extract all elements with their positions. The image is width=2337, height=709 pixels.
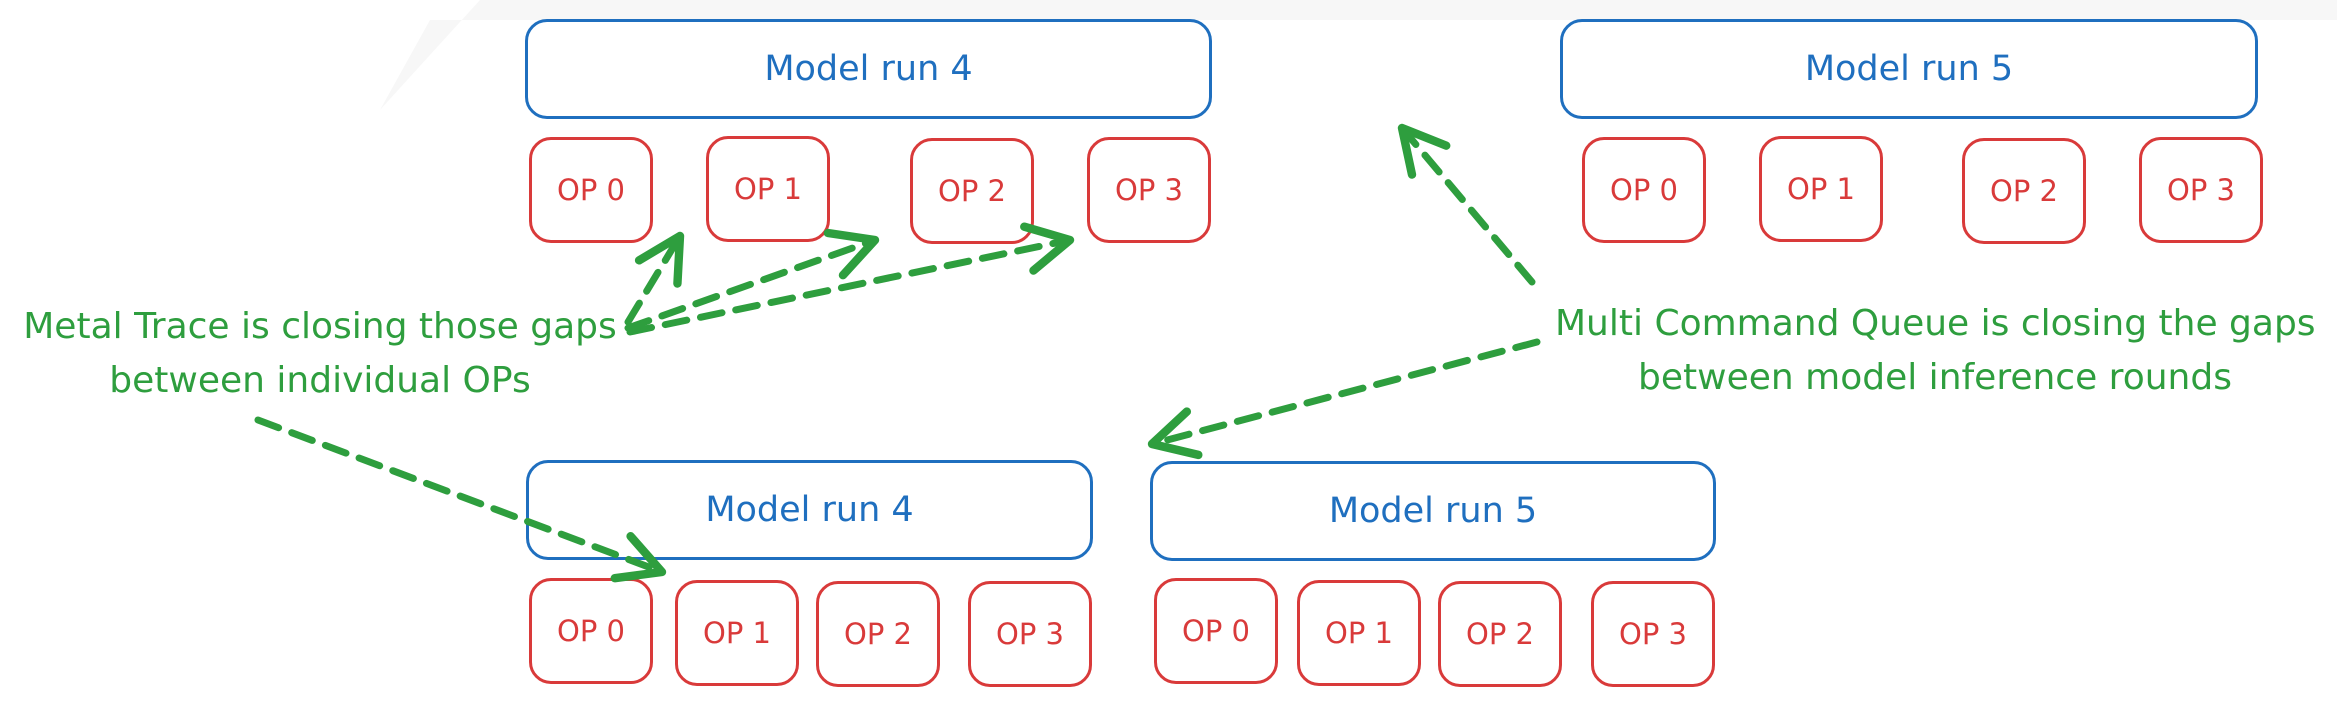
top-run4-op3: OP 3 [1087, 137, 1211, 243]
bottom-run4-op3: OP 3 [968, 581, 1092, 687]
top-run5-op0: OP 0 [1582, 137, 1706, 243]
top-model-run-5-label: Model run 5 [1804, 49, 2014, 89]
top-model-run-5-box: Model run 5 [1560, 19, 2258, 119]
op-label: OP 1 [734, 172, 802, 206]
bottom-model-run-5-box: Model run 5 [1150, 461, 1716, 561]
top-run5-op3: OP 3 [2139, 137, 2263, 243]
op-label: OP 0 [1610, 173, 1678, 207]
op-label: OP 1 [1787, 172, 1855, 206]
arrow-to-top-gap [1397, 123, 1536, 286]
bottom-run5-op1: OP 1 [1297, 580, 1421, 686]
bottom-run5-op3: OP 3 [1591, 581, 1715, 687]
op-label: OP 1 [703, 616, 771, 650]
metal-trace-line-1: Metal Trace is closing those gaps [23, 306, 617, 347]
op-label: OP 3 [1115, 173, 1183, 207]
op-label: OP 2 [844, 617, 912, 651]
bottom-run5-op2: OP 2 [1438, 581, 1562, 687]
bottom-model-run-5-label: Model run 5 [1328, 491, 1538, 531]
arrow-to-top-op2 [624, 228, 880, 332]
metal-trace-line-2: between individual OPs [109, 360, 531, 401]
bottom-run4-op1: OP 1 [675, 580, 799, 686]
op-label: OP 3 [2167, 173, 2235, 207]
op-label: OP 2 [1466, 617, 1534, 651]
op-label: OP 2 [938, 174, 1006, 208]
top-run4-op1: OP 1 [706, 136, 830, 242]
multi-cq-line-2: between model inference rounds [1638, 357, 2232, 398]
top-model-run-4-box: Model run 4 [525, 19, 1212, 119]
top-model-run-4-label: Model run 4 [764, 49, 973, 89]
metal-trace-annotation: Metal Trace is closing those gaps betwee… [20, 300, 620, 408]
arrow-to-bottom-op0 [254, 416, 667, 583]
arrow-to-bottom-gap [1147, 338, 1541, 460]
op-label: OP 0 [557, 173, 625, 207]
bottom-run5-op0: OP 0 [1154, 578, 1278, 684]
op-label: OP 1 [1325, 616, 1393, 650]
multi-cq-line-1: Multi Command Queue is closing the gaps [1555, 303, 2316, 344]
arrow-to-top-op1 [624, 231, 685, 326]
op-label: OP 3 [996, 617, 1064, 651]
top-run5-op1: OP 1 [1759, 136, 1883, 242]
top-run5-op2: OP 2 [1962, 138, 2086, 244]
op-label: OP 0 [557, 614, 625, 648]
arrow-to-top-op3 [626, 222, 1075, 336]
op-label: OP 0 [1182, 614, 1250, 648]
op-label: OP 2 [1990, 174, 2058, 208]
top-run4-op0: OP 0 [529, 137, 653, 243]
bottom-run4-op0: OP 0 [529, 578, 653, 684]
bottom-model-run-4-label: Model run 4 [705, 490, 914, 530]
bottom-run4-op2: OP 2 [816, 581, 940, 687]
multi-cq-annotation: Multi Command Queue is closing the gaps … [1555, 297, 2316, 405]
op-label: OP 3 [1619, 617, 1687, 651]
top-run4-op2: OP 2 [910, 138, 1034, 244]
